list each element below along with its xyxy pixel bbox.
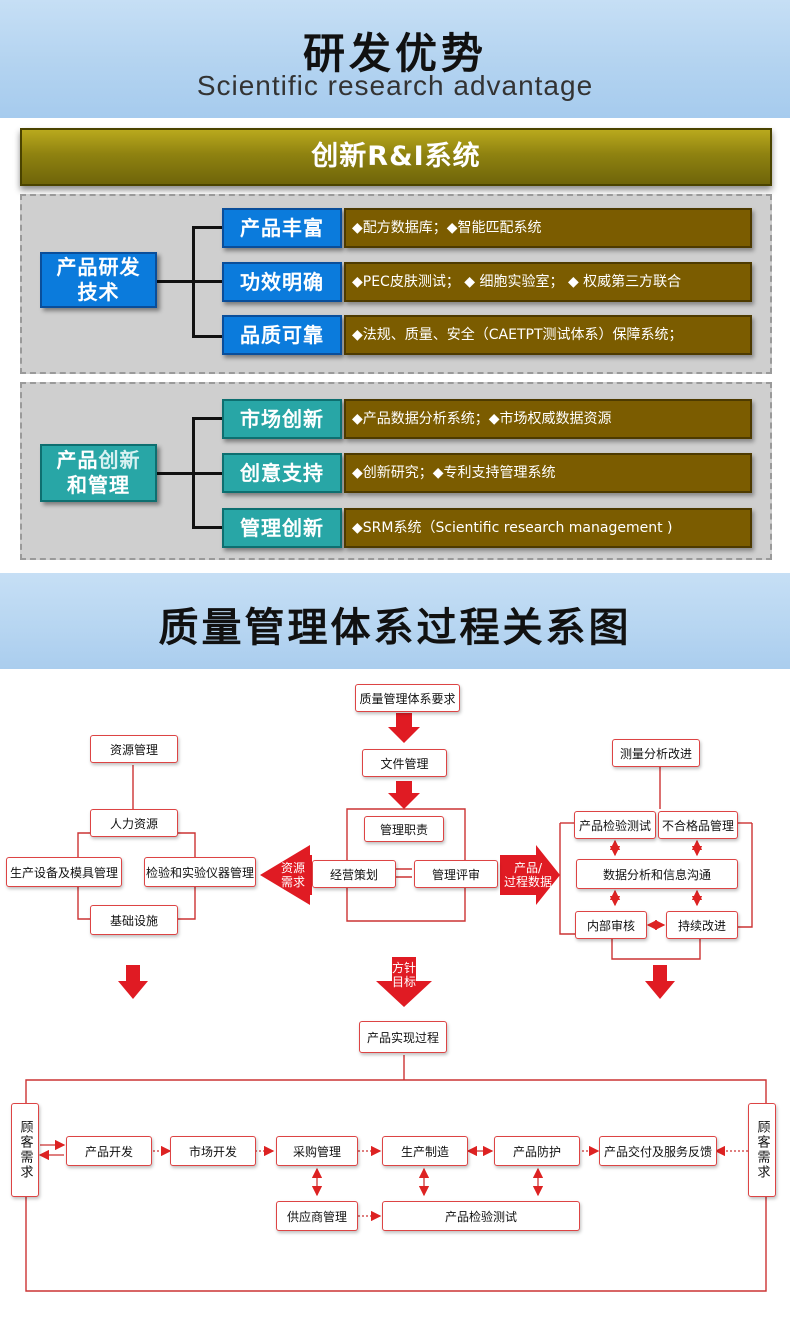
node-data-analysis: 数据分析和信息沟通 [576, 859, 738, 889]
section2-banner: 质量管理体系过程关系图 [0, 573, 790, 669]
node-qms-requirement: 质量管理体系要求 [355, 684, 460, 712]
category-clear-efficacy: 功效明确 [222, 262, 342, 302]
page-subtitle: Scientific research advantage [196, 70, 594, 101]
arrow-label-policy-objectives: 方针 目标 [389, 961, 419, 989]
desc-management-innovation: ◆SRM系统（Scientific research management ) [344, 508, 752, 548]
group-label-line1: 产品创新 [57, 448, 141, 473]
header-banner: 研发优势 Scientific research advantage [0, 0, 790, 118]
desc-creative-support: ◆创新研究；◆专利支持管理系统 [344, 453, 752, 493]
node-customer-demand-left: 顾客需求 [11, 1103, 39, 1197]
category-management-innovation: 管理创新 [222, 508, 342, 548]
category-market-innovation: 市场创新 [222, 399, 342, 439]
node-product-testing: 产品检验测试 [382, 1201, 580, 1231]
node-nonconforming: 不合格品管理 [658, 811, 738, 839]
desc-clear-efficacy: ◆PEC皮肤测试； ◆ 细胞实验室； ◆ 权威第三方联合 [344, 262, 752, 302]
node-customer-demand-right: 顾客需求 [748, 1103, 776, 1197]
node-mgmt-review: 管理评审 [414, 860, 498, 888]
category-creative-support: 创意支持 [222, 453, 342, 493]
desc-market-innovation: ◆产品数据分析系统；◆市场权威数据资源 [344, 399, 752, 439]
node-equipment-mgmt: 生产设备及模具管理 [6, 857, 122, 887]
connector-b-2 [192, 472, 223, 475]
group-label-innovation-mgmt: 产品创新 和管理 [40, 444, 157, 502]
group-label-part2: 创新 [98, 448, 141, 472]
node-human-resources: 人力资源 [90, 809, 178, 837]
category-rich-products: 产品丰富 [222, 208, 342, 248]
connector-b-1 [192, 417, 223, 420]
group-label-rd-tech: 产品研发技术 [40, 252, 157, 308]
arrow-label-process-data: 产品/ 过程数据 [500, 861, 556, 889]
connector-a-1 [192, 226, 223, 229]
node-supplier-mgmt: 供应商管理 [276, 1201, 358, 1231]
connector-b-3 [192, 526, 223, 529]
node-delivery-service: 产品交付及服务反馈 [599, 1136, 717, 1166]
arrow-label-process-data-1: 产品/ [513, 861, 543, 875]
node-product-inspection: 产品检验测试 [574, 811, 656, 839]
category-reliable-quality: 品质可靠 [222, 315, 342, 355]
group-label-part1: 产品 [56, 448, 99, 472]
arrow-label-resource-demand-1: 资源 [280, 861, 305, 875]
node-measure-analyze: 测量分析改进 [612, 739, 700, 767]
connector-a-2 [192, 280, 223, 283]
node-market-development: 市场开发 [170, 1136, 256, 1166]
node-internal-audit: 内部审核 [575, 911, 647, 939]
arrow-label-resource-demand-2: 需求 [280, 875, 305, 889]
system-banner: 创新R&I系统 [20, 128, 772, 186]
group-label-line2: 和管理 [67, 473, 130, 497]
node-infrastructure: 基础设施 [90, 905, 178, 935]
arrow-label-policy-1: 方针 [391, 961, 416, 975]
arrow-label-resource-demand: 资源 需求 [278, 861, 308, 889]
connector-b-horizontal [157, 472, 193, 475]
node-product-protection: 产品防护 [494, 1136, 580, 1166]
desc-reliable-quality: ◆法规、质量、安全（CAETPT测试体系）保障系统； [344, 315, 752, 355]
page-title: 研发优势 [302, 29, 487, 78]
connector-a-horizontal [157, 280, 193, 283]
arrow-label-process-data-2: 过程数据 [503, 875, 552, 889]
node-mgmt-duty: 管理职责 [364, 816, 444, 842]
node-continuous-improvement: 持续改进 [666, 911, 738, 939]
node-resource-mgmt: 资源管理 [90, 735, 178, 763]
section2-title: 质量管理体系过程关系图 [158, 605, 632, 651]
node-manufacturing: 生产制造 [382, 1136, 468, 1166]
quality-process-diagram: 质量管理体系要求 文件管理 管理职责 经营策划 管理评审 资源管理 人力资源 生… [0, 669, 790, 1323]
node-document-mgmt: 文件管理 [362, 749, 447, 777]
node-instrument-mgmt: 检验和实验仪器管理 [144, 857, 256, 887]
node-product-development: 产品开发 [66, 1136, 152, 1166]
arrow-label-policy-2: 目标 [391, 975, 416, 989]
desc-rich-products: ◆配方数据库；◆智能匹配系统 [344, 208, 752, 248]
node-business-planning: 经营策划 [312, 860, 396, 888]
node-product-realization: 产品实现过程 [359, 1021, 447, 1053]
connector-a-3 [192, 335, 223, 338]
node-procurement-mgmt: 采购管理 [276, 1136, 358, 1166]
